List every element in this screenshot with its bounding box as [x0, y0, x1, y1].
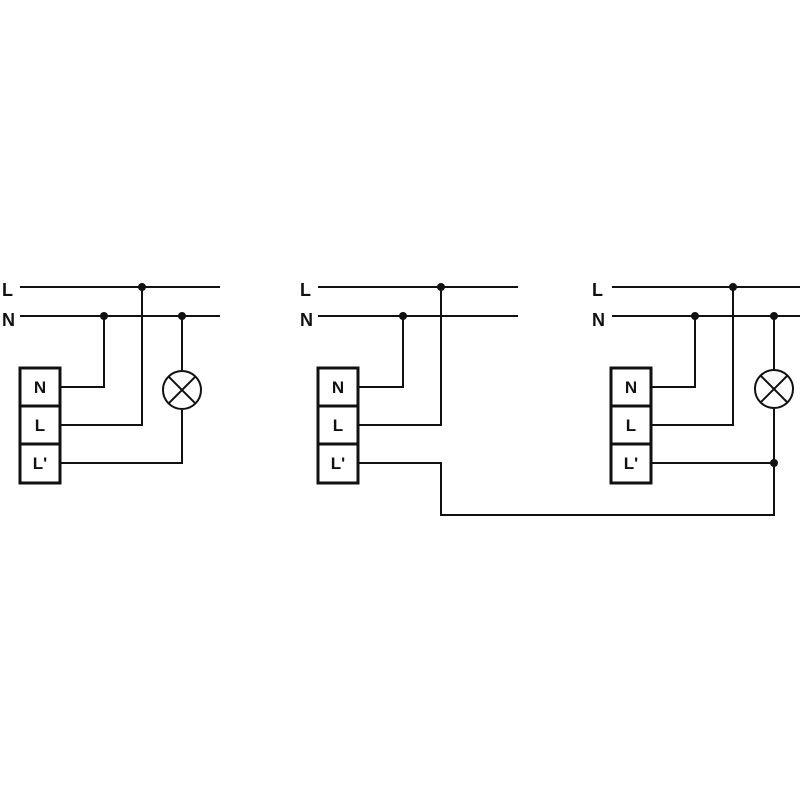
left-rail-label-l: L [2, 280, 13, 300]
right-junction-live [729, 283, 737, 291]
right-terminal-l-prime: L' [624, 454, 638, 473]
right-rail-label-l: L [592, 280, 603, 300]
right-terminal-l: L [626, 416, 636, 435]
left-junction-neutral [100, 312, 108, 320]
middle-junction-neutral [399, 312, 407, 320]
right-unit: L N N L L' [592, 280, 800, 485]
right-live-wire [651, 287, 734, 426]
left-junction-live [138, 283, 146, 291]
left-terminal-l: L [35, 416, 45, 435]
left-switched-wire [60, 410, 183, 464]
right-switched-wire [651, 409, 775, 464]
middle-rail-label-l: L [300, 280, 311, 300]
right-junction-switched [770, 459, 778, 467]
left-neutral-wire [60, 316, 105, 388]
middle-to-right-switched-wire [358, 462, 775, 516]
left-junction-lamp [178, 312, 186, 320]
left-rail-label-n: N [2, 310, 15, 330]
left-terminal-l-prime: L' [33, 454, 47, 473]
middle-rail-label-n: N [300, 310, 313, 330]
middle-live-wire [358, 287, 442, 426]
left-live-wire [60, 287, 143, 426]
middle-terminal-l: L [333, 416, 343, 435]
right-terminal-block [609, 366, 653, 485]
middle-junction-live [437, 283, 445, 291]
left-unit: L N N L L' [2, 280, 220, 485]
middle-unit: L N N L L' [300, 280, 775, 516]
right-terminal-n: N [625, 378, 637, 397]
middle-neutral-wire [358, 316, 404, 388]
right-junction-neutral [691, 312, 699, 320]
left-terminal-n: N [34, 378, 46, 397]
right-rail-label-n: N [592, 310, 605, 330]
left-lamp-icon [162, 370, 202, 410]
right-neutral-wire [651, 316, 696, 388]
right-lamp-icon [754, 369, 794, 409]
middle-terminal-n: N [332, 378, 344, 397]
middle-terminal-l-prime: L' [331, 454, 345, 473]
right-junction-lamp [770, 312, 778, 320]
